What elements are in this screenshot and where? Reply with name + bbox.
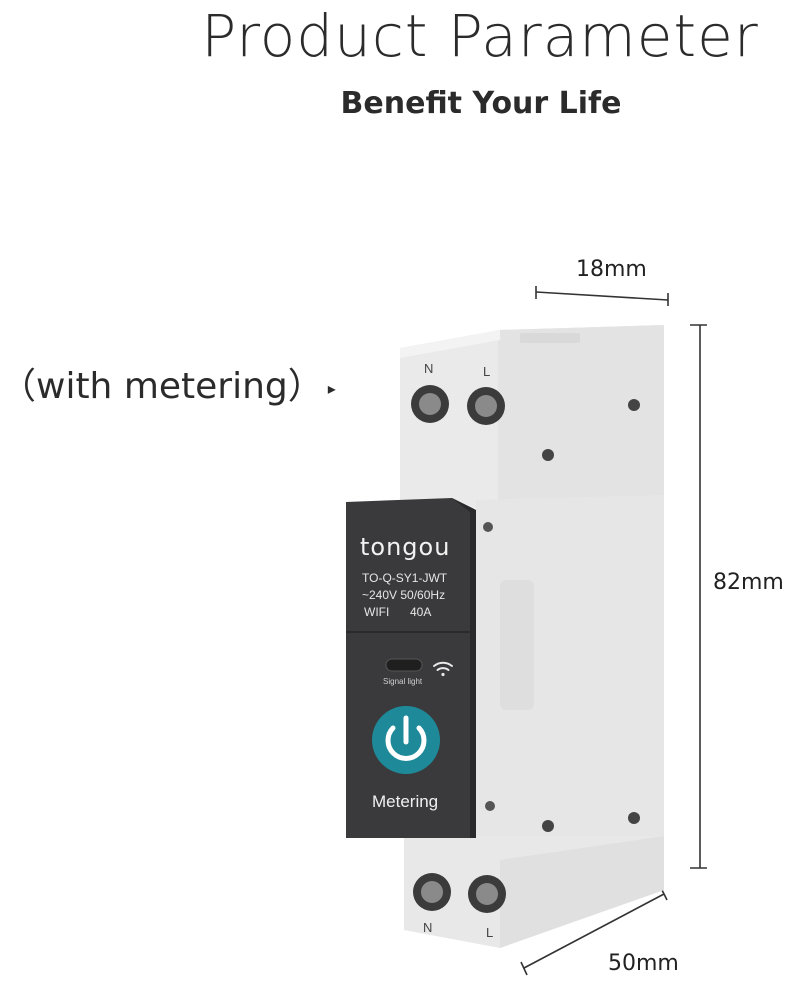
dimension-lines: [520, 286, 707, 976]
caret-right-icon: ▸: [327, 378, 336, 398]
wifi-label: WIFI: [364, 605, 390, 619]
terminal-bottom-n: N: [423, 920, 433, 935]
variant-label-text: （with metering）: [0, 366, 324, 407]
signal-light-label: Signal light: [383, 677, 423, 686]
terminal-bottom-l: L: [486, 925, 494, 940]
brand-logo: tongou: [360, 533, 451, 561]
voltage-rating: ~240V 50/60Hz: [362, 588, 446, 602]
side-body: [476, 495, 664, 872]
variant-label: （with metering）▸: [0, 357, 336, 409]
power-icon: [385, 715, 427, 761]
dimension-depth-label: 50mm: [608, 951, 679, 976]
front-panel: [346, 498, 476, 838]
current-rating: 40A: [410, 605, 432, 619]
dimension-height-label: 82mm: [713, 570, 784, 595]
dimension-width-label: 18mm: [576, 257, 647, 282]
bottom-housing: [404, 836, 664, 948]
wifi-icon: [433, 661, 453, 677]
page-title: Product Parameter: [201, 2, 759, 70]
model-number: TO-Q-SY1-JWT: [362, 571, 448, 585]
top-housing: [400, 325, 664, 510]
page-subtitle: Benefit Your Life: [340, 86, 622, 121]
terminal-top-n: N: [424, 361, 434, 376]
terminal-top-l: L: [483, 364, 491, 379]
metering-label: Metering: [372, 792, 439, 811]
